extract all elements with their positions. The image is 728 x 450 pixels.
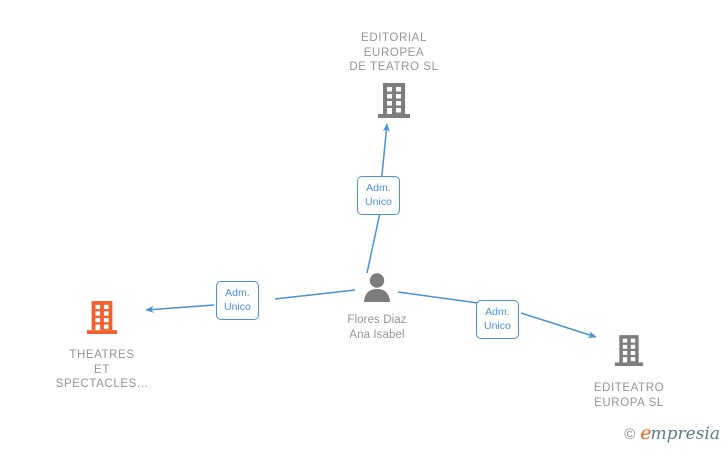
node-editeatro-europa[interactable]: EDITEATRO EUROPA SL <box>549 334 709 410</box>
edge-label-adm-unico-theatres-et-spectacles[interactable]: Adm. Unico <box>216 281 259 320</box>
node-caption: Flores Diaz Ana Isabel <box>347 314 407 341</box>
building-icon <box>86 300 118 341</box>
empresia-watermark: © empresia <box>624 424 720 444</box>
person-icon <box>363 272 391 307</box>
edge-label-adm-unico-editeatro-europa[interactable]: Adm. Unico <box>476 300 519 339</box>
node-theatres-et-spectacles[interactable]: THEATRES ET SPECTACLES... <box>22 300 182 392</box>
edge-to-editeatro-europa <box>397 291 597 339</box>
edge-to-editorial-europea <box>366 123 390 274</box>
edge-label-adm-unico-editorial-europea[interactable]: Adm. Unico <box>357 176 400 215</box>
node-editorial-europea-de-teatro[interactable]: EDITORIAL EUROPEA DE TEATRO SL <box>314 31 474 125</box>
edge-to-theatres-et-spectacles <box>145 289 356 314</box>
brand-initial: e <box>640 422 652 444</box>
node-flores-diaz-ana-isabel[interactable]: Flores Diaz Ana Isabel <box>297 272 457 342</box>
building-icon <box>377 82 411 125</box>
node-caption: EDITORIAL EUROPEA DE TEATRO SL <box>349 32 439 73</box>
building-icon <box>614 334 644 373</box>
copyright-icon: © <box>624 425 636 443</box>
brand-name: mpresia <box>650 424 721 444</box>
node-caption: EDITEATRO EUROPA SL <box>593 382 665 409</box>
brand-logo: empresia <box>640 424 720 444</box>
node-caption: THEATRES ET SPECTACLES... <box>55 349 149 390</box>
